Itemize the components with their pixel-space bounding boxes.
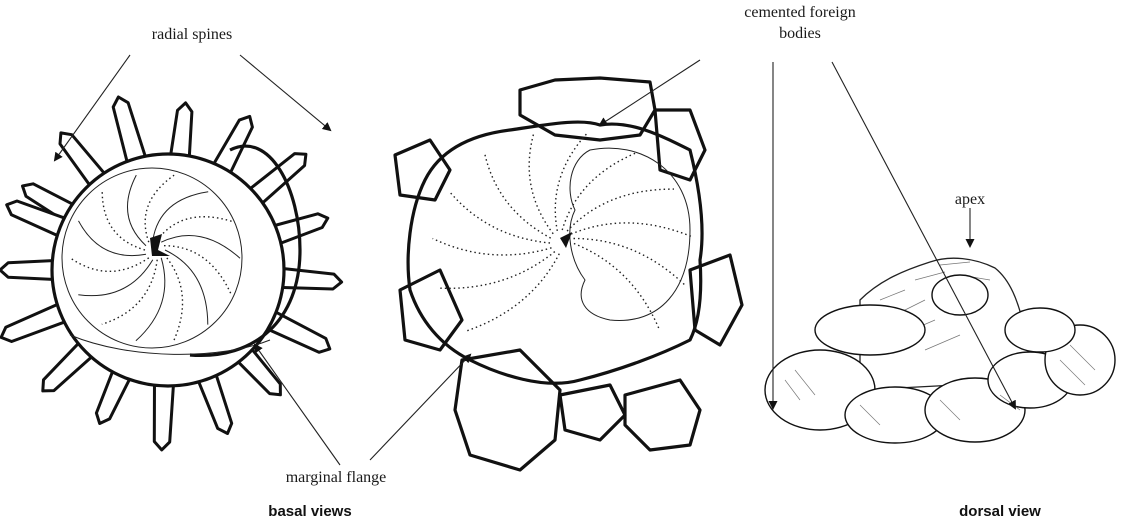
encrusted-growth-line bbox=[567, 189, 674, 231]
spiny-shell-body bbox=[52, 154, 284, 386]
encrusted-growth-line bbox=[433, 239, 552, 256]
foreign-body-bottom-right bbox=[625, 380, 700, 450]
encrusted-growth-line bbox=[555, 132, 588, 231]
cemented-foreign-label-line2: bodies bbox=[779, 25, 821, 42]
encrusted-growth-line bbox=[571, 223, 691, 237]
radial-spines-label: radial spines bbox=[152, 26, 232, 43]
encrusted-growth-lines bbox=[433, 132, 692, 331]
foreign-body-bottom-mid bbox=[560, 385, 625, 440]
basal-views-label: basal views bbox=[268, 503, 351, 520]
encrusted-growth-line bbox=[574, 238, 687, 286]
cemented-foreign-label-line1: cemented foreign bbox=[744, 4, 856, 21]
dorsal-pebble-2 bbox=[815, 305, 925, 355]
apex-label: apex bbox=[955, 191, 985, 208]
encrusted-growth-line bbox=[529, 133, 553, 234]
dorsal-view-shell bbox=[765, 258, 1115, 443]
foreign-body-left bbox=[395, 140, 450, 200]
foreign-body-right bbox=[690, 255, 742, 345]
dorsal-view-label: dorsal view bbox=[959, 503, 1041, 520]
foreign-body-bottom-left bbox=[455, 350, 560, 470]
radial-spines-leader-right bbox=[240, 55, 330, 130]
marginal-flange-leader-left bbox=[255, 345, 340, 465]
encrusted-growth-line bbox=[485, 154, 551, 239]
dorsal-pebble-8 bbox=[932, 275, 988, 315]
marginal-flange-label: marginal flange bbox=[286, 469, 387, 486]
spiny-shell-basal-view bbox=[0, 97, 342, 450]
encrusted-growth-line bbox=[439, 252, 555, 289]
encrusted-shell-basal-view bbox=[395, 78, 742, 470]
encrusted-growth-line bbox=[574, 244, 659, 330]
radial-spine bbox=[154, 377, 174, 450]
encrusted-growth-line bbox=[466, 254, 559, 331]
foreign-body-top bbox=[520, 78, 655, 140]
dorsal-pebble-7 bbox=[1005, 308, 1075, 352]
encrusted-growth-line bbox=[562, 152, 637, 230]
encrusted-growth-line bbox=[449, 191, 550, 243]
